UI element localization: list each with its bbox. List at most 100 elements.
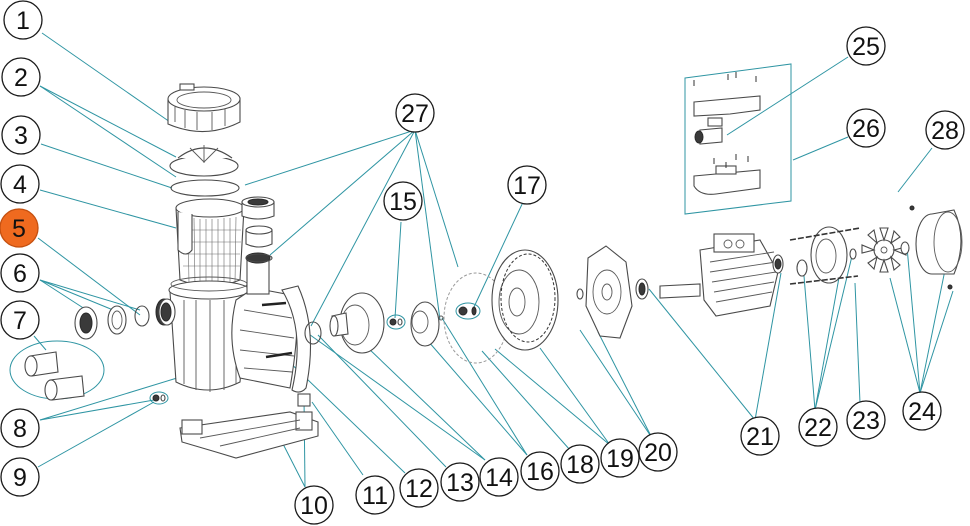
part-mechanical-seal: [455, 302, 481, 320]
svg-text:26: 26: [852, 115, 880, 143]
callout-28[interactable]: 28: [925, 110, 965, 150]
leader-5: [37, 237, 141, 316]
leader-27e: [414, 129, 459, 268]
leader-17: [473, 199, 525, 308]
part-strainer-lid: [169, 145, 239, 177]
part-inlet-unions: [74, 305, 150, 340]
svg-text:13: 13: [446, 469, 474, 497]
part-volute: [231, 252, 312, 393]
leader-27b: [269, 129, 416, 256]
callout-20[interactable]: 20: [638, 432, 678, 472]
leader-22b: [814, 271, 841, 411]
callout-25[interactable]: 25: [846, 26, 886, 66]
callout-10[interactable]: 10: [294, 485, 334, 525]
svg-text:11: 11: [362, 482, 388, 510]
part-seal-plate: [491, 249, 559, 351]
svg-text:24: 24: [908, 398, 936, 426]
callout-6[interactable]: 6: [0, 253, 40, 293]
part-impeller-screw: [386, 314, 406, 330]
leader-2a: [39, 85, 177, 158]
part-drain-plug: [149, 391, 169, 405]
svg-text:20: 20: [644, 439, 672, 467]
leader-27c: [310, 129, 416, 327]
svg-text:28: 28: [931, 117, 959, 145]
svg-text:23: 23: [852, 407, 880, 435]
leader-4: [39, 189, 177, 229]
leader-24d: [919, 290, 954, 394]
callout-23[interactable]: 23: [846, 400, 886, 440]
leader-2b: [39, 85, 177, 178]
part-terminal-box-kit: [693, 72, 761, 195]
leader-19b: [539, 347, 611, 446]
leader-21b: [754, 272, 782, 421]
part-tie-rods: [789, 227, 861, 285]
part-front-bearing: [635, 278, 649, 300]
leader-16b: [441, 317, 528, 456]
part-basket: [175, 198, 245, 288]
leader-8a: [39, 399, 155, 421]
svg-text:21: 21: [746, 423, 774, 451]
callout-16[interactable]: 16: [520, 451, 560, 491]
part-diffuser: [329, 292, 385, 354]
svg-text:10: 10: [300, 492, 328, 520]
callout-4[interactable]: 4: [0, 164, 40, 204]
svg-text:5: 5: [12, 215, 26, 243]
svg-text:1: 1: [16, 7, 30, 35]
svg-text:17: 17: [513, 172, 541, 200]
callout-17[interactable]: 17: [507, 165, 547, 205]
callout-11[interactable]: 11: [355, 475, 395, 515]
leader-10b: [303, 397, 306, 488]
callout-27[interactable]: 27: [395, 93, 435, 133]
leader-10a: [280, 439, 306, 488]
leader-27d: [414, 129, 441, 321]
part-base: [179, 393, 319, 459]
callout-22[interactable]: 22: [798, 407, 838, 447]
svg-text:15: 15: [389, 188, 417, 216]
svg-text:22: 22: [804, 414, 832, 442]
leader-19a: [494, 348, 611, 446]
part-motor-flange: [576, 245, 633, 339]
part-motor: [659, 233, 784, 317]
callout-24[interactable]: 24: [902, 391, 942, 431]
svg-text:4: 4: [13, 171, 27, 199]
callout-8[interactable]: 8: [0, 408, 40, 448]
leader-11: [311, 401, 364, 476]
callout-19[interactable]: 19: [600, 438, 640, 478]
callout-15[interactable]: 15: [383, 181, 423, 221]
callout-12[interactable]: 12: [399, 468, 439, 508]
leader-25: [726, 56, 849, 136]
callout-26[interactable]: 26: [846, 108, 886, 148]
leader-14b: [366, 346, 486, 461]
svg-text:18: 18: [566, 451, 594, 479]
callout-3[interactable]: 3: [1, 115, 41, 155]
leader-14a: [305, 331, 486, 461]
callout-2[interactable]: 2: [1, 57, 41, 97]
part-impeller: [410, 301, 444, 347]
svg-text:27: 27: [401, 100, 429, 128]
leader-8b: [39, 377, 178, 421]
part-lid-ring: [167, 83, 241, 133]
leader-16a: [427, 340, 528, 456]
callout-7[interactable]: 7: [0, 300, 40, 340]
callout-9[interactable]: 9: [0, 457, 40, 497]
callout-18[interactable]: 18: [560, 444, 600, 484]
leader-6a: [39, 279, 89, 312]
svg-text:2: 2: [14, 64, 28, 92]
callout-13[interactable]: 13: [440, 462, 480, 502]
leader-26: [792, 136, 849, 161]
part-end-shield: [796, 226, 857, 284]
terminal-box-kit-frame: [684, 63, 792, 215]
part-outlet-union: [241, 196, 275, 263]
leader-28: [897, 147, 933, 193]
callout-5[interactable]: 5: [0, 208, 39, 248]
leader-24b: [906, 246, 921, 394]
leader-23: [854, 282, 861, 404]
part-pump-body: [155, 276, 250, 392]
callout-21[interactable]: 21: [740, 416, 780, 456]
leader-22a: [803, 275, 816, 411]
leader-24c: [919, 264, 947, 394]
callout-1[interactable]: 1: [3, 0, 43, 40]
callout-14[interactable]: 14: [479, 457, 519, 497]
leader-21a: [648, 288, 756, 421]
